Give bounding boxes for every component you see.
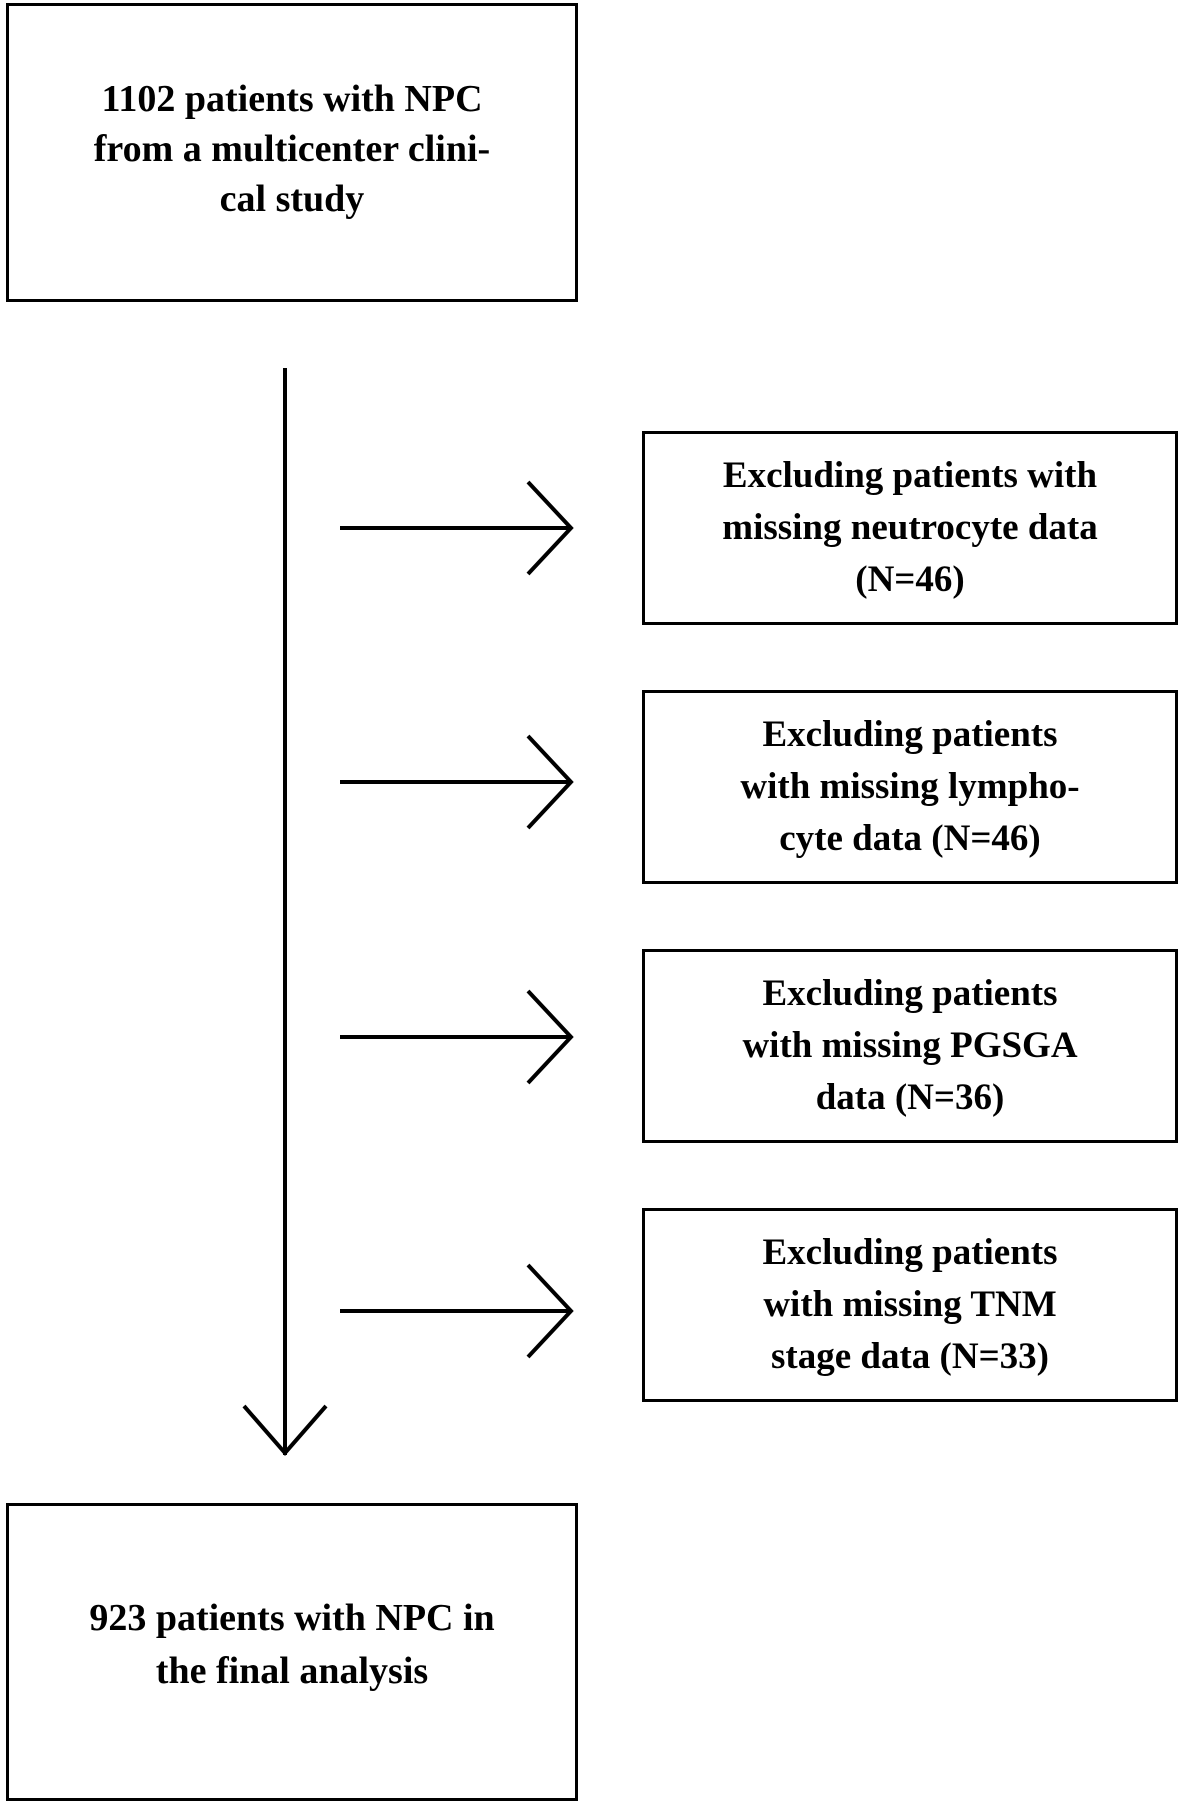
exclusion-line: with missing lympho- xyxy=(740,766,1080,807)
exclusion-box-lymphocyte: Excluding patients with missing lympho- … xyxy=(642,690,1178,884)
exclusion-line: stage data (N=33) xyxy=(770,1336,1049,1377)
exclusion-line: Excluding patients xyxy=(762,973,1058,1014)
start-box: 1102 patients with NPC from a multicente… xyxy=(6,3,578,302)
start-box-line: 1102 patients with NPC xyxy=(101,78,483,120)
start-box-line: cal study xyxy=(219,178,365,220)
start-box-line: from a multicenter clini- xyxy=(93,128,491,170)
final-box-line: 923 patients with NPC in xyxy=(89,1597,495,1639)
exclusion-line: Excluding patients xyxy=(762,714,1058,755)
exclusion-line: data (N=36) xyxy=(815,1077,1005,1118)
final-box-line: the final analysis xyxy=(155,1650,429,1692)
exclusion-line: (N=46) xyxy=(855,559,965,600)
exclusion-arrow-3 xyxy=(340,989,574,1085)
exclusion-line: Excluding patients xyxy=(762,1232,1058,1273)
exclusion-arrow-2 xyxy=(340,734,574,830)
exclusion-line: cyte data (N=46) xyxy=(779,818,1041,859)
exclusion-box-pgsga: Excluding patients with missing PGSGA da… xyxy=(642,949,1178,1143)
final-analysis-box: 923 patients with NPC in the final analy… xyxy=(6,1503,578,1801)
exclusion-line: Excluding patients with xyxy=(722,455,1098,496)
exclusion-arrow-4 xyxy=(340,1263,574,1359)
exclusion-line: with missing PGSGA xyxy=(742,1025,1078,1066)
exclusion-line: with missing TNM xyxy=(763,1284,1057,1325)
exclusion-box-neutrocyte: Excluding patients with missing neutrocy… xyxy=(642,431,1178,625)
exclusion-line: missing neutrocyte data xyxy=(722,507,1098,548)
main-down-arrow xyxy=(242,368,328,1457)
exclusion-arrow-1 xyxy=(340,480,574,576)
exclusion-box-tnm: Excluding patients with missing TNM stag… xyxy=(642,1208,1178,1402)
